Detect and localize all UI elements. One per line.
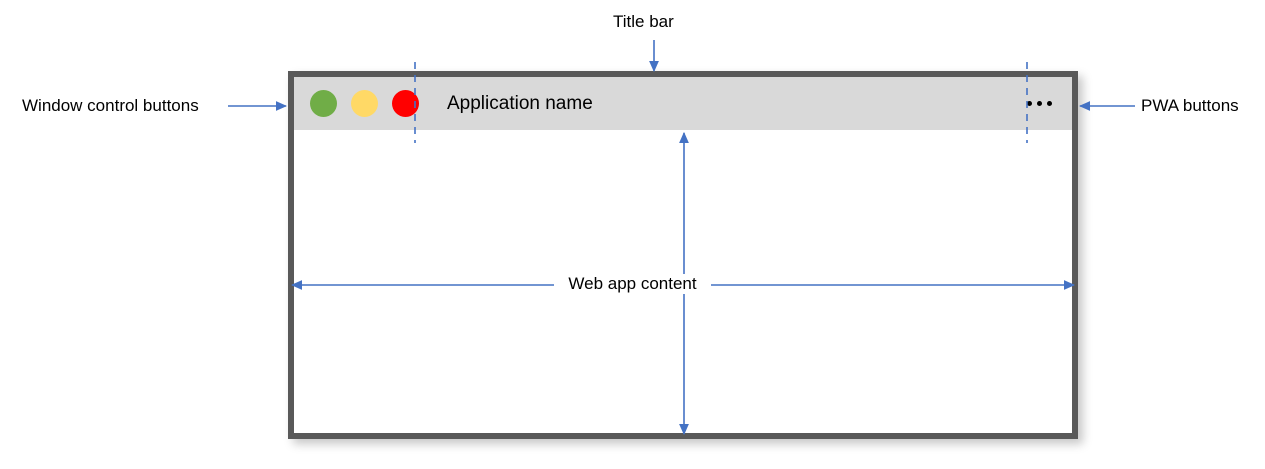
pwa-menu-ellipsis-icon[interactable]	[1027, 101, 1052, 106]
annotation-pwa-buttons: PWA buttons	[1141, 96, 1239, 115]
window-control-buttons	[294, 90, 419, 117]
ellipsis-dot-icon	[1047, 101, 1052, 106]
ellipsis-dot-icon	[1027, 101, 1032, 106]
annotation-window-control-buttons: Window control buttons	[22, 96, 199, 115]
application-window: Application name	[288, 71, 1078, 439]
annotation-web-app-content: Web app content	[0, 274, 1265, 295]
minimize-button-icon[interactable]	[310, 90, 337, 117]
title-bar[interactable]: Application name	[294, 77, 1072, 130]
annotation-web-app-content-label: Web app content	[554, 274, 711, 295]
close-button-icon[interactable]	[392, 90, 419, 117]
application-name-label: Application name	[447, 92, 593, 114]
maximize-button-icon[interactable]	[351, 90, 378, 117]
ellipsis-dot-icon	[1037, 101, 1042, 106]
annotation-title-bar: Title bar	[613, 12, 674, 31]
